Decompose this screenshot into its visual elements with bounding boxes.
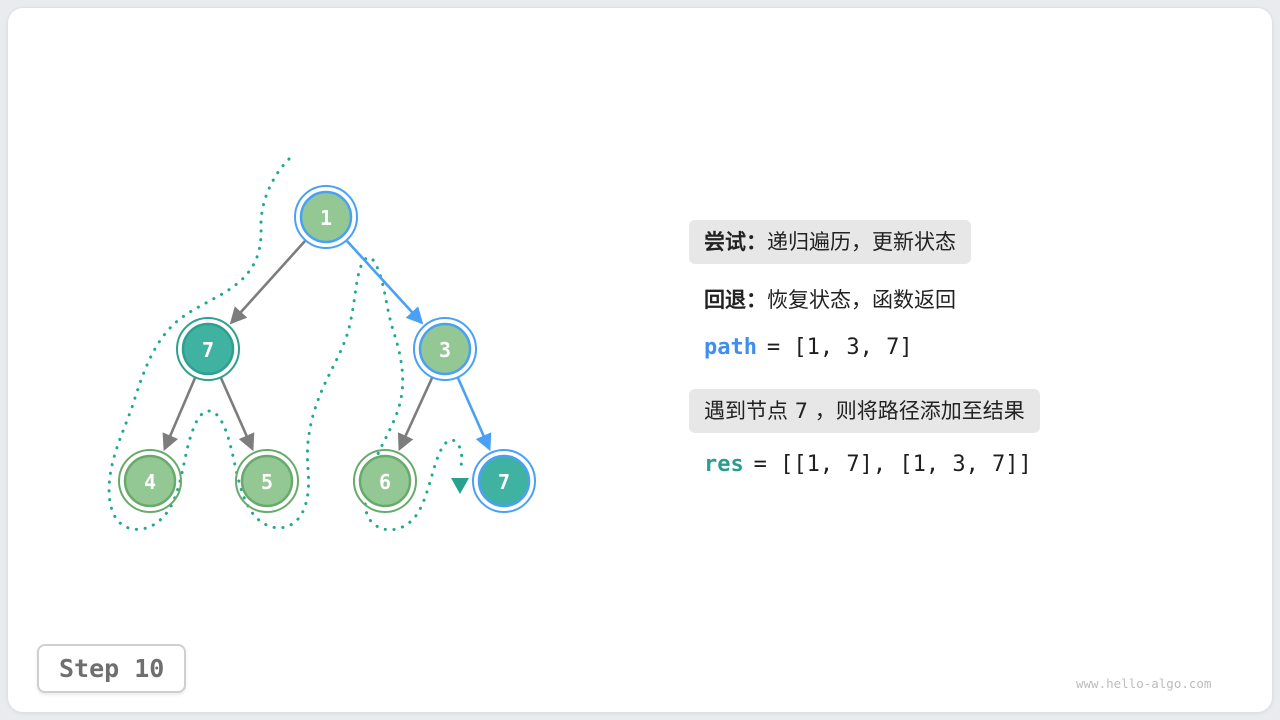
node-label: 7 [498, 470, 510, 494]
tree-node-6: 6 [353, 449, 417, 513]
tree-node-7-right: 7 [472, 449, 536, 513]
tree-node-5: 5 [235, 449, 299, 513]
res-value: = [[1, 7], [1, 3, 7]] [753, 452, 1032, 477]
edge-1-to-7left [229, 240, 306, 325]
res-code-line: res = [[1, 7], [1, 3, 7]] [704, 452, 1032, 477]
binary-tree-diagram: 1 7 3 4 5 6 7 [107, 157, 536, 532]
edge-3-to-7right [456, 377, 492, 452]
try-text: 递归遍历，更新状态 [767, 230, 956, 254]
note-text: 遇到节点 7 ，则将路径添加至结果 [704, 399, 1025, 423]
note-callout: 遇到节点 7 ，则将路径添加至结果 [689, 389, 1040, 434]
edge-1-to-3 [346, 240, 424, 325]
path-code-line: path = [1, 3, 7] [704, 335, 913, 360]
path-value: = [1, 3, 7] [766, 335, 913, 360]
tree-node-4: 4 [118, 449, 182, 513]
step-badge: Step 10 [37, 644, 187, 693]
canvas-card: 1 7 3 4 5 6 7 [7, 7, 1273, 713]
backtrack-text: 恢复状态，函数返回 [767, 288, 956, 312]
try-callout: 尝试：递归遍历，更新状态 [689, 220, 971, 265]
traversal-dotted-path [107, 157, 464, 532]
node-label: 5 [261, 470, 273, 494]
edge-3-to-6 [397, 377, 434, 452]
node-label: 1 [320, 206, 332, 230]
tree-node-7-left: 7 [176, 317, 240, 381]
tree-node-root-1: 1 [294, 185, 358, 249]
node-label: 4 [144, 470, 156, 494]
node-label: 6 [379, 470, 391, 494]
current-pointer-icon [451, 478, 469, 494]
backtrack-label: 回退： [704, 288, 767, 312]
node-label: 3 [439, 338, 451, 362]
edge-7left-to-4 [162, 377, 197, 452]
step-label: Step 10 [59, 654, 165, 683]
tree-node-3: 3 [413, 317, 477, 381]
node-label: 7 [202, 338, 214, 362]
try-label: 尝试： [704, 230, 767, 254]
path-keyword: path [704, 335, 757, 360]
watermark: www.hello-algo.com [1076, 676, 1212, 691]
backtrack-line: 回退：恢复状态，函数返回 [704, 287, 956, 313]
edge-7left-to-5 [219, 377, 255, 452]
res-keyword: res [704, 452, 744, 477]
